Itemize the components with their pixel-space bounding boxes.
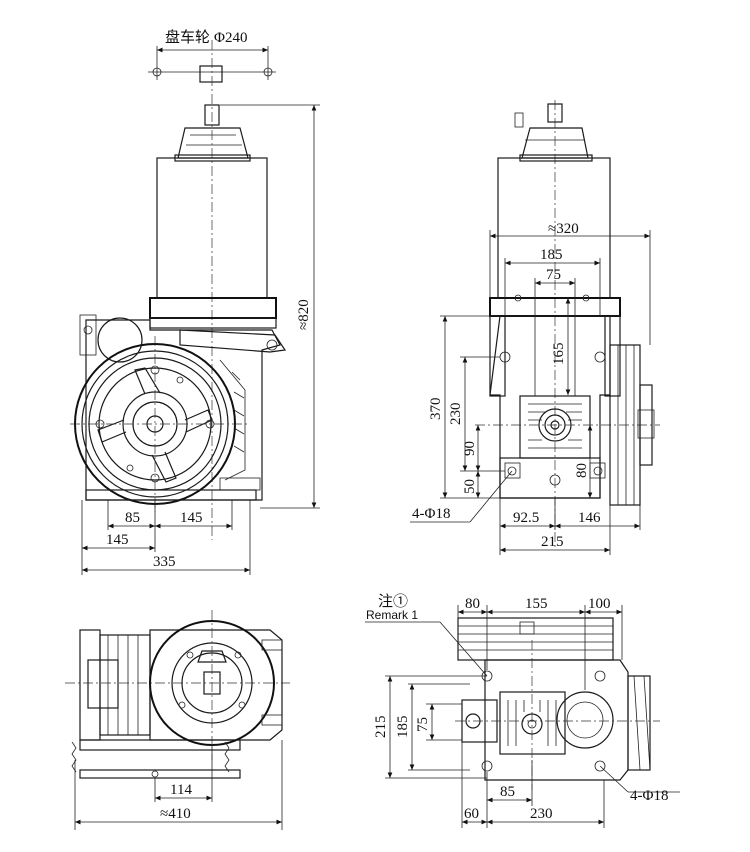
bottom-dim-100: 100 [588, 596, 611, 612]
side-dim-165: 165 [551, 343, 567, 366]
side-dim-146: 146 [578, 510, 601, 526]
bottom-dim-75: 75 [415, 717, 431, 732]
side-dim-90: 90 [462, 441, 478, 456]
bottom-dim-80: 80 [465, 596, 480, 612]
front-dim-335: 335 [153, 554, 176, 570]
bottom-dim-185: 185 [395, 716, 411, 739]
front-dim-145-b: 145 [106, 532, 129, 548]
bottom-holes: 4-Φ18 [630, 788, 668, 804]
top-dim-410: ≈410 [160, 806, 191, 822]
handwheel-dim: Φ240 [214, 30, 247, 46]
side-dim-50: 50 [462, 479, 478, 494]
side-dim-92-5: 92.5 [513, 510, 539, 526]
side-dim-215: 215 [541, 534, 564, 550]
note-label: 注① [378, 593, 408, 610]
side-dim-80: 80 [574, 463, 590, 478]
side-dim-185: 185 [540, 247, 563, 263]
side-view [410, 100, 660, 555]
bottom-dim-85: 85 [500, 784, 515, 800]
bottom-dim-155: 155 [525, 596, 548, 612]
side-dim-370: 370 [428, 398, 444, 421]
remark-label: Remark 1 [366, 608, 418, 622]
front-dim-85: 85 [125, 510, 140, 526]
bottom-dim-215: 215 [373, 716, 389, 739]
handwheel-label: 盘车轮 [165, 28, 210, 46]
top-dim-114: 114 [170, 782, 192, 798]
side-dim-230: 230 [448, 403, 464, 426]
bottom-dim-60: 60 [464, 806, 479, 822]
side-holes: 4-Φ18 [412, 506, 450, 522]
top-view [65, 610, 290, 830]
height-dim: ≈820 [296, 299, 312, 330]
front-dim-145-a: 145 [180, 510, 203, 526]
bottom-view [365, 605, 680, 828]
side-dim-320: ≈320 [548, 221, 579, 237]
side-dim-75: 75 [546, 267, 561, 283]
bottom-dim-230: 230 [530, 806, 553, 822]
front-view [70, 40, 320, 575]
